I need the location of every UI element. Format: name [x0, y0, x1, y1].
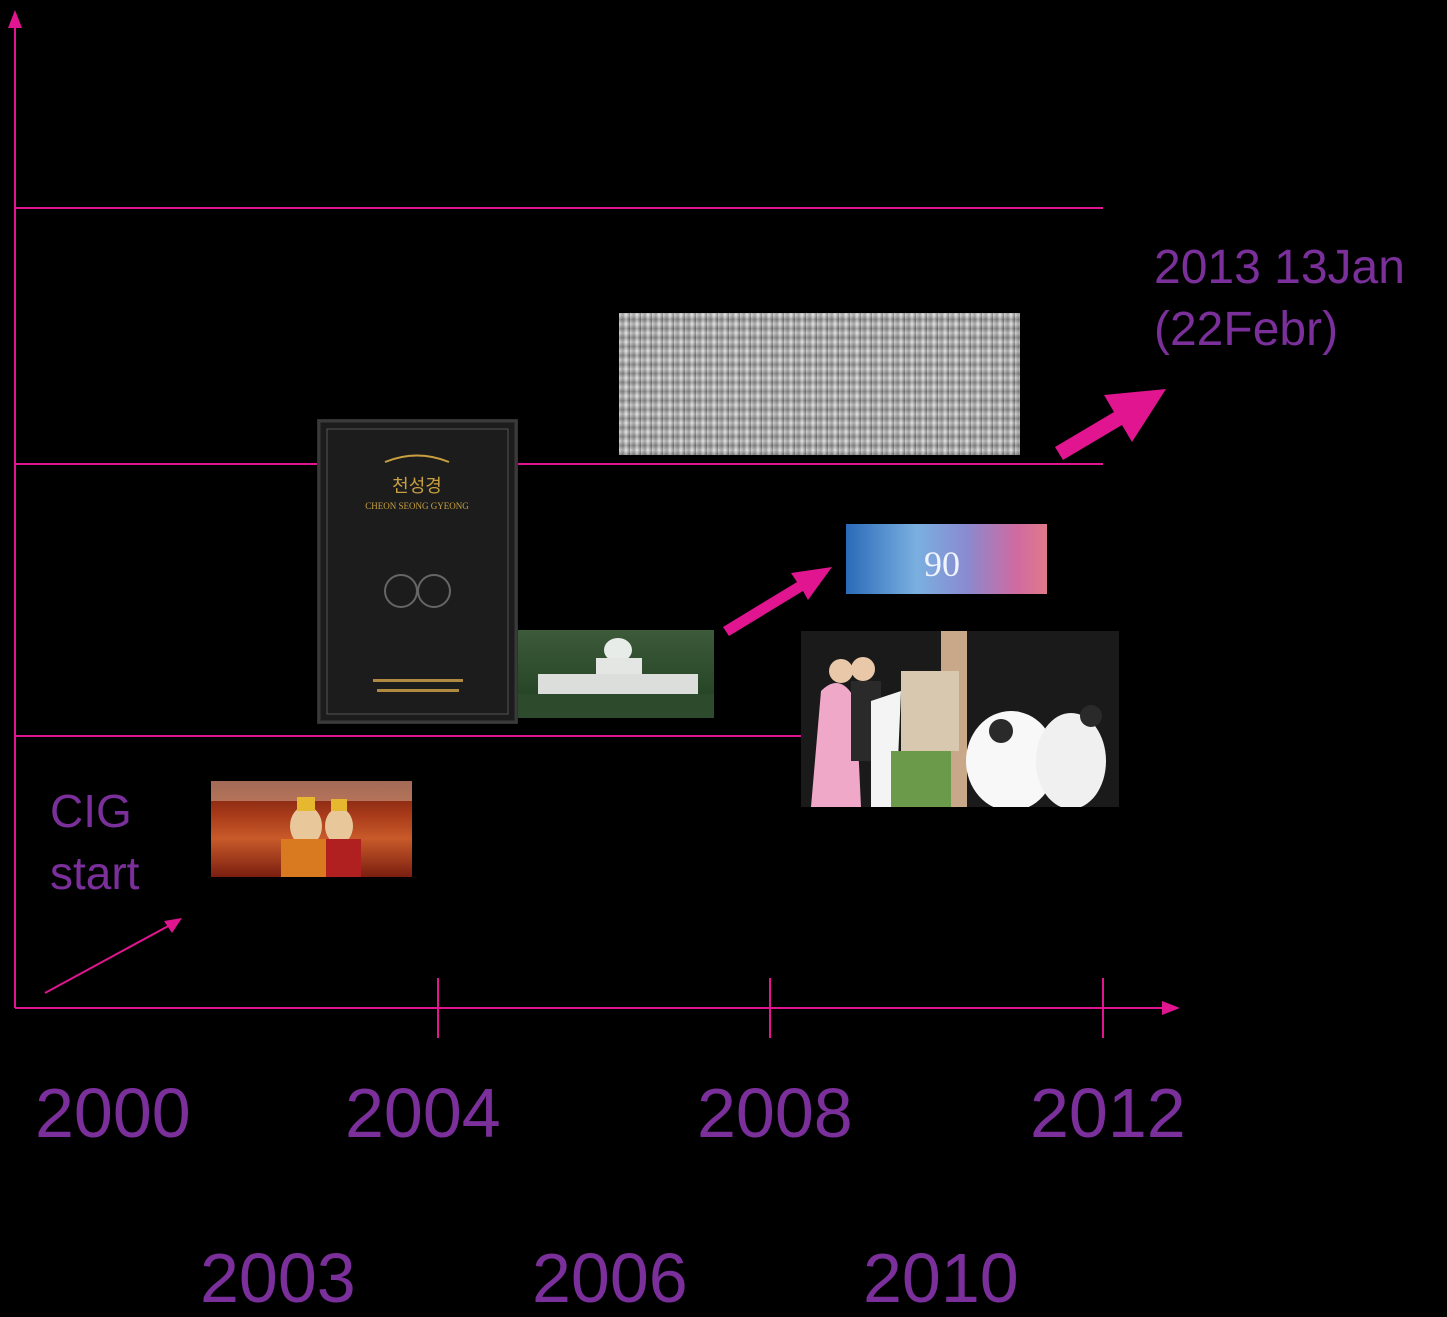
palace-photo: [518, 630, 714, 718]
cig-label-line2: start: [50, 847, 140, 899]
cig-label-line1: CIG: [50, 785, 132, 837]
future-date-line2: (22Febr): [1154, 303, 1339, 356]
future-date-label: 2013 13Jan (22Febr): [1154, 237, 1405, 361]
year-label-2008: 2008: [697, 1074, 853, 1152]
year-label-2000: 2000: [35, 1074, 191, 1152]
coronation-photo: [211, 781, 412, 877]
x-axis-arrowhead: [1162, 1001, 1180, 1015]
year-label-2012: 2012: [1030, 1074, 1186, 1152]
year-label-2010: 2010: [863, 1239, 1019, 1317]
cheon-seong-gyeong-book: 천성경 CHEON SEONG GYEONG: [317, 419, 518, 724]
cig-start-label: CIG start: [50, 780, 139, 904]
book-korean-title: 천성경: [392, 476, 442, 497]
future-arrow: [1055, 389, 1166, 460]
ninety-anniversary-banner: 90: [846, 524, 1047, 594]
year-label-2004: 2004: [345, 1074, 501, 1152]
future-date-line1: 2013 13Jan: [1154, 241, 1405, 294]
blessing-ceremony-photo: [801, 631, 1119, 807]
start-arrow: [44, 923, 173, 994]
year-label-2003: 2003: [200, 1239, 356, 1317]
year-label-2006: 2006: [532, 1239, 688, 1317]
book-english-title: CHEON SEONG GYEONG: [365, 501, 469, 511]
start-arrowhead: [164, 918, 182, 933]
mass-wedding-crowd-photo: [619, 313, 1020, 455]
y-axis-arrowhead: [8, 10, 22, 28]
svg-text:90: 90: [924, 544, 960, 584]
arrow-to-90-image: [723, 567, 832, 636]
